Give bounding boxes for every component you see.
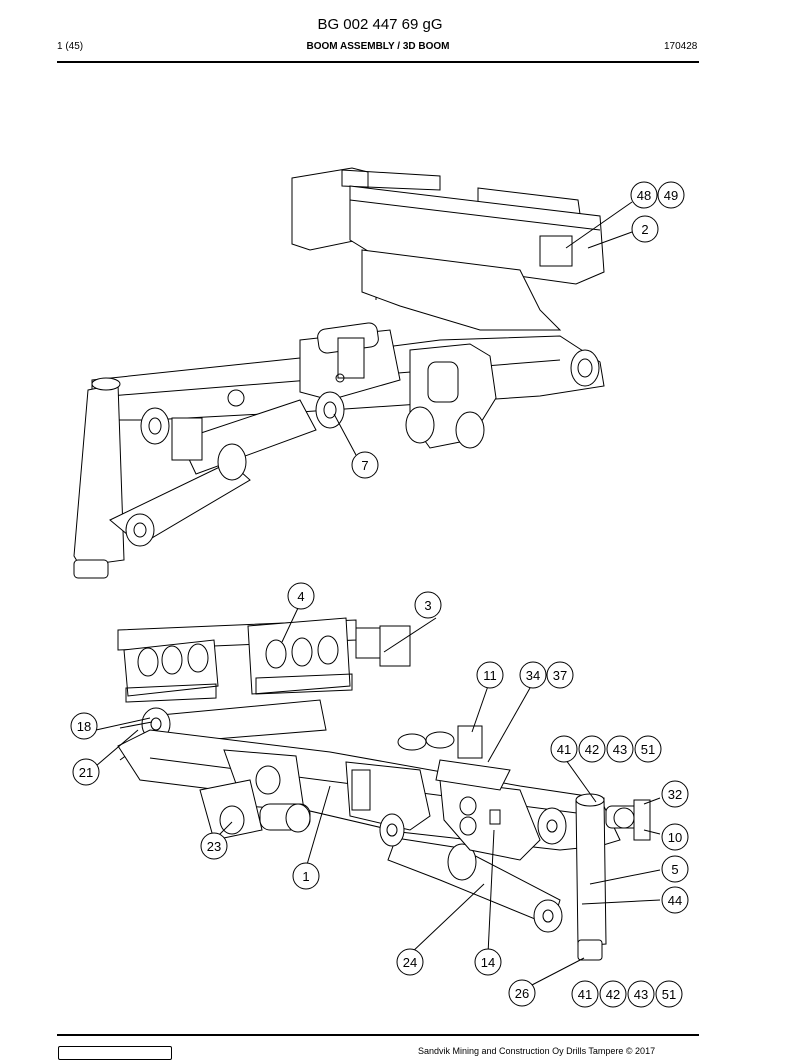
svg-text:51: 51 xyxy=(662,987,676,1002)
svg-text:43: 43 xyxy=(634,987,648,1002)
callout-24: 24 xyxy=(396,948,424,976)
svg-text:5: 5 xyxy=(671,862,678,877)
svg-text:37: 37 xyxy=(553,668,567,683)
lower-boom-view xyxy=(95,607,661,987)
svg-text:23: 23 xyxy=(207,839,221,854)
svg-text:24: 24 xyxy=(403,955,417,970)
callout-42-a: 42 xyxy=(578,735,606,763)
callout-3: 3 xyxy=(414,591,442,619)
callout-49: 49 xyxy=(657,181,685,209)
callout-10: 10 xyxy=(661,823,689,851)
callout-32: 32 xyxy=(661,780,689,808)
callout-18: 18 xyxy=(70,712,98,740)
doc-code: BG 002 447 69 gG xyxy=(317,16,443,33)
callout-48: 48 xyxy=(630,181,658,209)
footer-copyright: Sandvik Mining and Construction Oy Drill… xyxy=(418,1046,656,1056)
callout-11: 11 xyxy=(476,661,504,689)
document-date: 170428 xyxy=(664,41,698,52)
callout-bubbles: 48 49 2 7 4 3 11 34 37 18 41 42 43 51 21… xyxy=(70,181,689,1008)
document-title: BOOM ASSEMBLY / 3D BOOM xyxy=(306,41,450,52)
svg-text:21: 21 xyxy=(79,765,93,780)
svg-text:10: 10 xyxy=(668,830,682,845)
svg-text:7: 7 xyxy=(361,458,368,473)
callout-37: 37 xyxy=(546,661,574,689)
callout-14: 14 xyxy=(474,948,502,976)
svg-text:51: 51 xyxy=(641,742,655,757)
svg-text:2: 2 xyxy=(641,222,648,237)
svg-text:1: 1 xyxy=(302,869,309,884)
callout-26: 26 xyxy=(508,979,536,1007)
svg-text:26: 26 xyxy=(515,986,529,1001)
svg-text:49: 49 xyxy=(664,188,678,203)
svg-text:44: 44 xyxy=(668,893,682,908)
sandvik-logo xyxy=(58,1046,172,1060)
svg-text:18: 18 xyxy=(77,719,91,734)
callout-44: 44 xyxy=(661,886,689,914)
svg-text:32: 32 xyxy=(668,787,682,802)
upper-boom-view xyxy=(73,167,633,579)
page-number: 1 (45) xyxy=(57,41,84,52)
callout-43-b: 43 xyxy=(627,980,655,1008)
callout-21: 21 xyxy=(72,758,100,786)
svg-text:14: 14 xyxy=(481,955,495,970)
callout-42-b: 42 xyxy=(599,980,627,1008)
header-rule xyxy=(57,61,699,63)
svg-text:3: 3 xyxy=(424,598,431,613)
svg-text:48: 48 xyxy=(637,188,651,203)
svg-text:42: 42 xyxy=(585,742,599,757)
callout-7: 7 xyxy=(351,451,379,479)
callout-4: 4 xyxy=(287,582,315,610)
svg-text:41: 41 xyxy=(557,742,571,757)
svg-text:41: 41 xyxy=(578,987,592,1002)
callout-43-a: 43 xyxy=(606,735,634,763)
callout-51-a: 51 xyxy=(634,735,662,763)
callout-5: 5 xyxy=(661,855,689,883)
svg-text:42: 42 xyxy=(606,987,620,1002)
svg-text:43: 43 xyxy=(613,742,627,757)
callout-41-a: 41 xyxy=(550,735,578,763)
callout-34: 34 xyxy=(519,661,547,689)
callout-51-b: 51 xyxy=(655,980,683,1008)
svg-text:11: 11 xyxy=(483,668,497,683)
callout-41-b: 41 xyxy=(571,980,599,1008)
callout-1: 1 xyxy=(292,862,320,890)
callout-23: 23 xyxy=(200,832,228,860)
callout-2: 2 xyxy=(631,215,659,243)
svg-text:34: 34 xyxy=(526,668,540,683)
footer-rule xyxy=(57,1034,699,1036)
svg-text:4: 4 xyxy=(297,589,304,604)
